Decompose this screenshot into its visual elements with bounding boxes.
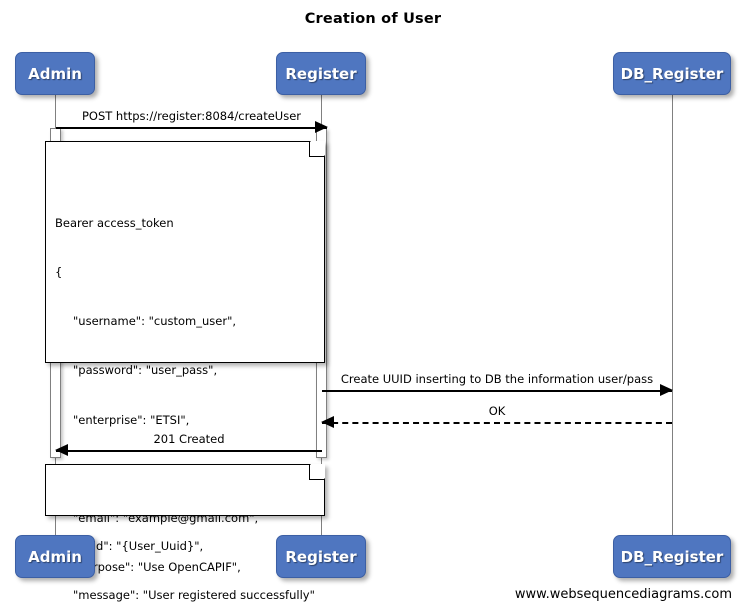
- participant-register-top[interactable]: Register: [276, 52, 366, 95]
- note-line: {: [55, 264, 63, 279]
- message-line: [56, 450, 322, 452]
- footer-credit: www.websequencediagrams.com: [514, 587, 732, 602]
- note-fold-icon: [309, 142, 324, 157]
- note-line: "password": "user_pass",: [73, 363, 218, 378]
- participant-db-register-top[interactable]: DB_Register: [613, 52, 731, 95]
- participant-register-bottom[interactable]: Register: [276, 535, 366, 578]
- message-label: Create UUID inserting to DB the informat…: [340, 372, 654, 386]
- participant-label: Register: [285, 64, 357, 83]
- arrowhead-left-icon: [55, 444, 68, 456]
- arrowhead-left-icon: [321, 416, 334, 428]
- note-fold-icon: [309, 465, 324, 480]
- note-response-payload: "uuid": "{User_Uuid}", "message": "User …: [45, 464, 325, 602]
- note-line: Bearer access_token: [55, 215, 174, 230]
- participant-db-register-bottom[interactable]: DB_Register: [613, 535, 731, 578]
- arrowhead-right-icon: [660, 384, 673, 396]
- message-label: POST https://register:8084/createUser: [81, 109, 302, 123]
- note-request-payload: Bearer access_token { "username": "custo…: [45, 141, 325, 610]
- message-line: [56, 127, 327, 129]
- message-label: OK: [488, 404, 506, 418]
- participant-admin-top[interactable]: Admin: [15, 52, 95, 95]
- participant-label: Admin: [28, 64, 82, 83]
- message-label: 201 Created: [153, 432, 225, 446]
- diagram-title: Creation of User: [304, 11, 442, 27]
- message-line: [322, 390, 672, 392]
- arrowhead-right-icon: [315, 121, 328, 133]
- participant-label: DB_Register: [620, 547, 724, 566]
- participant-label: Register: [285, 547, 357, 566]
- lifeline-db-register: [672, 95, 673, 538]
- note-line: "enterprise": "ETSI",: [73, 412, 190, 427]
- note-line: "username": "custom_user",: [73, 314, 237, 329]
- participant-label: DB_Register: [620, 64, 724, 83]
- participant-admin-bottom[interactable]: Admin: [15, 535, 95, 578]
- note-line: "message": "User registered successfully…: [73, 587, 315, 602]
- message-line: [322, 422, 672, 424]
- participant-label: Admin: [28, 547, 82, 566]
